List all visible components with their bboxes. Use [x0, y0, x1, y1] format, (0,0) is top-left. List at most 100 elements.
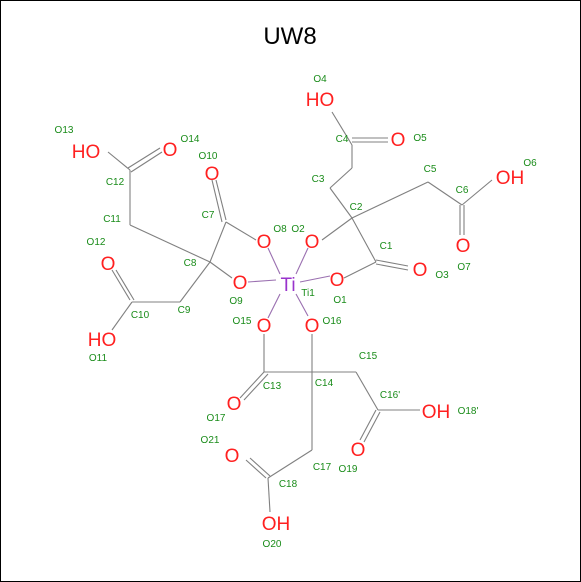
atom-labels: O4 O5 C4 C5 O6 C6 C3 C2 O2 O8 C1 O3 O7 T…	[55, 74, 538, 550]
bond-c18-o21-a	[245, 459, 267, 479]
label-c14: C14	[315, 378, 334, 389]
bond-ti-o1	[299, 275, 331, 283]
bond-c5-c6	[427, 181, 463, 206]
bond-ti-o9	[247, 279, 277, 283]
atom-o13: HO	[72, 142, 101, 163]
label-o14: O14	[181, 134, 200, 145]
label-c4: C4	[336, 134, 349, 145]
bond-c12-o13	[107, 151, 131, 171]
label-c18: C18	[279, 479, 298, 490]
bond-c12-o14-b	[130, 151, 163, 173]
atom-o14: O	[163, 140, 178, 161]
diagram-title: UW8	[263, 23, 316, 50]
bond-ti-o16	[295, 293, 309, 317]
label-o1: O1	[333, 295, 347, 306]
atom-o4: HO	[306, 90, 335, 111]
bond-c10-o12-a	[111, 269, 131, 301]
atom-ti: Ti	[280, 275, 295, 296]
bond-c18-o21-b	[249, 457, 271, 477]
atom-o18: OH	[422, 402, 451, 423]
label-o21: O21	[201, 435, 220, 446]
bond-c7-c8	[209, 221, 227, 263]
bond-c10-o12-b	[115, 269, 135, 301]
label-c3: C3	[312, 174, 325, 185]
bond-c2-c1	[351, 217, 377, 263]
atom-symbols: HO O OH O O O O HO O O O O O HO O O O OH…	[72, 90, 525, 535]
bond-c16-o19-a	[359, 409, 377, 441]
label-c11: C11	[103, 214, 121, 225]
label-c17: C17	[313, 462, 332, 473]
label-o5: O5	[413, 133, 427, 144]
label-o18: O18'	[458, 406, 479, 417]
label-o12: O12	[87, 237, 106, 248]
atom-o20: OH	[262, 514, 291, 535]
label-c1: C1	[380, 241, 393, 252]
bond-c4-o4	[331, 111, 353, 146]
bond-c3-c4	[329, 167, 353, 189]
label-c16: C16'	[380, 390, 400, 401]
label-c8: C8	[184, 258, 197, 269]
bond-o2-c2	[321, 217, 353, 241]
atom-o9: O	[233, 273, 248, 294]
bond-c8-c11	[129, 224, 211, 263]
atom-o2: O	[305, 232, 320, 253]
atom-o12: O	[101, 254, 116, 275]
bond-c12-o14-a	[127, 147, 161, 169]
bond-ti-o2	[295, 247, 309, 275]
bond-c2-c3	[329, 187, 353, 219]
label-o19: O19	[339, 464, 358, 475]
atom-o10: O	[205, 164, 220, 185]
atom-o3: O	[413, 260, 428, 281]
bond-c6-o6	[461, 179, 493, 206]
bond-c13-o17-a	[239, 371, 265, 399]
label-c12: C12	[106, 177, 125, 188]
bond-c7-o10-b	[215, 179, 227, 221]
label-o11: O11	[89, 353, 108, 364]
atom-o11: HO	[88, 330, 117, 351]
bond-c1-o3-b	[375, 263, 409, 271]
bond-c7-o10-a	[211, 179, 223, 223]
label-c5: C5	[424, 164, 437, 175]
atom-o16: O	[305, 316, 320, 337]
atom-o17: O	[227, 394, 242, 415]
atom-o7: O	[456, 236, 471, 257]
label-c10: C10	[131, 310, 150, 321]
label-c2: C2	[350, 202, 363, 213]
label-o10: O10	[199, 151, 218, 162]
label-c6: C6	[456, 185, 469, 196]
bond-c17-c18	[267, 449, 313, 479]
bond-c13-o17-b	[243, 373, 269, 401]
label-o6: O6	[523, 158, 537, 169]
label-c9: C9	[178, 305, 191, 316]
atom-o1: O	[330, 270, 345, 291]
bond-c16-o19-b	[363, 411, 381, 443]
label-o20: O20	[263, 539, 282, 550]
label-c13: C13	[263, 381, 282, 392]
bond-c15-c16	[355, 371, 379, 411]
bond-c1-o3-a	[375, 259, 409, 267]
bond-c18-o20	[267, 477, 271, 513]
label-o9: O9	[229, 296, 243, 307]
bond-c8-o9	[209, 261, 233, 279]
bond-c8-c9	[179, 261, 211, 303]
bond-layer	[107, 111, 493, 513]
bond-c1-o1	[343, 261, 377, 279]
atom-o6: OH	[496, 168, 525, 189]
label-c7: C7	[202, 210, 215, 221]
label-o15: O15	[233, 316, 252, 327]
label-c15: C15	[359, 351, 378, 362]
bond-c2-c5	[351, 181, 429, 219]
label-o2: O2	[291, 224, 305, 235]
bond-ti-o8	[267, 247, 281, 275]
bond-ti-o15	[267, 293, 281, 319]
atom-o15: O	[257, 316, 272, 337]
atom-o5: O	[391, 130, 406, 151]
atom-o8: O	[257, 232, 272, 253]
label-o16: O16	[323, 316, 342, 327]
bond-o8-c7	[225, 221, 257, 241]
label-o17: O17	[207, 413, 226, 424]
label-o4: O4	[313, 74, 327, 85]
atom-o21: O	[225, 446, 240, 467]
